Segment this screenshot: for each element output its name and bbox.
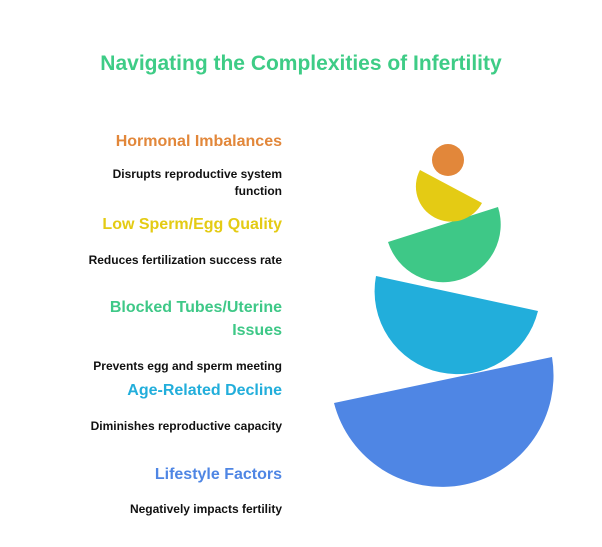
factor-heading-quality: Low Sperm/Egg Quality [102,216,282,233]
hormonal-circle [432,144,464,176]
blocked-shape [388,207,501,283]
factor-description-quality: Reduces fertilization success rate [88,253,282,267]
page-title: Navigating the Complexities of Infertili… [100,52,502,75]
factor-description-blocked: Prevents egg and sperm meeting [93,359,282,373]
lifestyle-shape [334,357,554,487]
factor-heading-hormonal: Hormonal Imbalances [115,133,282,150]
factor-description-hormonal: Disrupts reproductive system function [112,167,282,198]
factor-heading-age: Age-Related Decline [127,382,282,399]
factor-description-age: Diminishes reproductive capacity [90,419,282,433]
factor-heading-blocked: Blocked Tubes/Uterine Issues [109,299,282,339]
quality-shape [415,170,482,222]
factor-description-lifestyle: Negatively impacts fertility [129,502,282,516]
factor-heading-lifestyle: Lifestyle Factors [154,466,282,483]
age-shape [374,276,538,375]
